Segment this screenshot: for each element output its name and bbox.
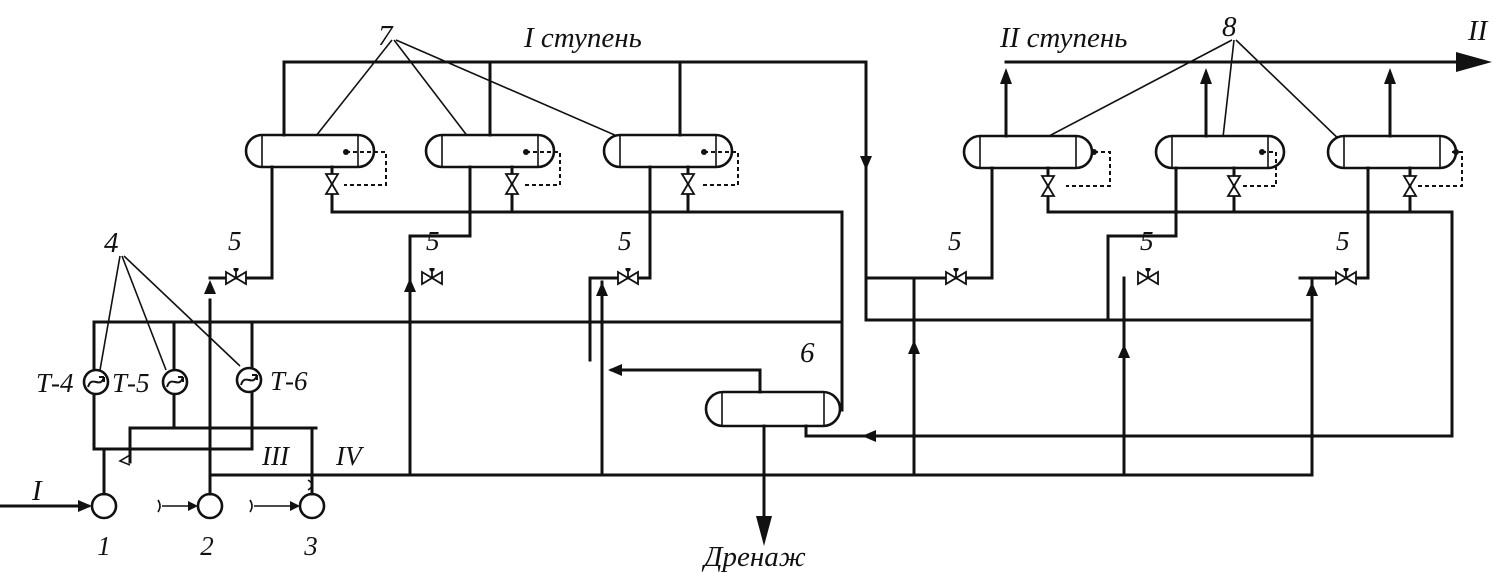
discharge-header: III IV <box>102 298 1314 496</box>
valve-5e-icon <box>1137 268 1159 285</box>
inlet-arrow <box>78 500 92 512</box>
pump-3 <box>298 492 326 520</box>
drain-vessel: 6 Дренаж <box>608 337 1454 573</box>
drain-vessel-6 <box>704 390 842 428</box>
heat-exchanger-group: Т-4 Т-5 Т-6 4 <box>36 227 844 466</box>
pump-2 <box>196 492 224 520</box>
valve-5f-icon <box>1335 268 1357 285</box>
pump-1 <box>90 492 118 520</box>
stage-2-label: II ступень <box>999 22 1127 54</box>
pump-3-drive <box>249 499 296 513</box>
pump-1-label: 1 <box>97 531 111 561</box>
pump-2-label: 2 <box>200 531 214 561</box>
valve-5e-label: 5 <box>1140 226 1154 256</box>
separator-8c <box>1326 134 1458 170</box>
heat-exchanger-t6-label: Т-6 <box>270 366 308 396</box>
stream-4-label: IV <box>335 441 365 471</box>
pump-2-drive-arrow <box>188 501 198 511</box>
drain-label: Дренаж <box>701 541 806 573</box>
separator-7c-drain-valve-icon <box>681 173 695 195</box>
heat-exchanger-t4-label: Т-4 <box>36 368 74 398</box>
stream-3-label: III <box>261 441 291 471</box>
valve-5f-label: 5 <box>1336 226 1350 256</box>
valve-5a-icon <box>225 268 247 285</box>
heat-exchanger-t5-icon <box>161 368 189 396</box>
valve-5b-label: 5 <box>426 226 440 256</box>
separator-7a-drain-valve-icon <box>325 173 339 195</box>
inlet-label: I <box>31 475 43 507</box>
heat-exchanger-t4-icon <box>82 368 110 396</box>
separator-8c-drain-valve-icon <box>1403 175 1417 197</box>
heat-exchanger-t5-label: Т-5 <box>112 368 150 398</box>
callout-6: 6 <box>800 337 815 369</box>
callout-8: 8 <box>1222 11 1237 43</box>
separator-8b-drain-valve-icon <box>1227 175 1241 197</box>
stage-2-separators: II ступень 8 II <box>864 11 1492 477</box>
separator-8a <box>962 134 1094 170</box>
stage-1-label: I ступень <box>523 22 642 54</box>
heat-exchanger-t6-icon <box>235 366 263 394</box>
separator-8a-drain-valve-icon <box>1041 175 1055 197</box>
valve-5a-label: 5 <box>228 226 242 256</box>
separator-8b <box>1154 134 1286 170</box>
callout-7: 7 <box>378 20 394 52</box>
outlet-label: II <box>1467 15 1489 47</box>
valve-5c-label: 5 <box>618 226 632 256</box>
valve-5d-label: 5 <box>948 226 962 256</box>
valve-5d-icon <box>945 268 967 285</box>
pump-section: I 1 2 3 <box>0 475 326 561</box>
valve-5b-icon <box>421 268 443 285</box>
separator-7b-drain-valve-icon <box>505 173 519 195</box>
outlet-arrow <box>1456 52 1492 72</box>
drain-arrow <box>756 516 772 546</box>
callout-4: 4 <box>104 227 119 259</box>
valve-5c-icon <box>617 268 639 285</box>
pump-3-label: 3 <box>303 531 318 561</box>
pump-3-drive-arrow <box>290 501 300 511</box>
